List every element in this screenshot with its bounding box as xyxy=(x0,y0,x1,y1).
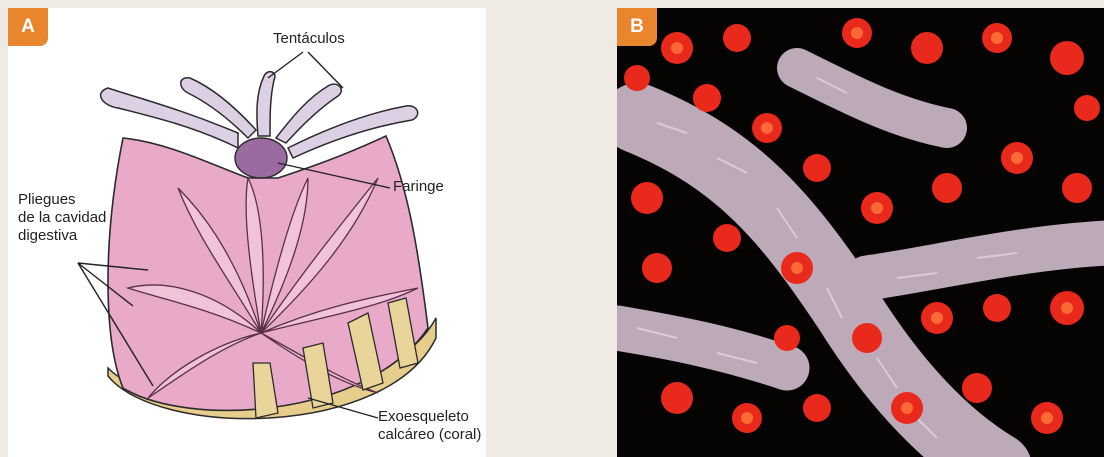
folds-label-line2: de la cavidad xyxy=(18,209,106,227)
exoskeleton-label-line2: calcáreo (coral) xyxy=(378,426,481,444)
pharynx-label: Faringe xyxy=(393,178,444,196)
panel-b-badge: B xyxy=(617,8,657,46)
tentacles-leader-left xyxy=(268,52,303,78)
coral-polyp-illustration xyxy=(8,8,486,457)
panel-a-badge: A xyxy=(8,8,48,46)
tentacles-leader-right xyxy=(308,52,343,88)
folds-label-line3: digestiva xyxy=(18,227,77,245)
folds-label-line1: Pliegues xyxy=(18,191,76,209)
exoskeleton-label-line1: Exoesqueleto xyxy=(378,408,469,426)
soft-coral-photo xyxy=(617,8,1104,457)
tentacle-3 xyxy=(257,72,275,136)
photo-panel: B xyxy=(617,8,1104,457)
tentacles-label: Tentáculos xyxy=(273,30,345,48)
pharynx xyxy=(235,138,287,178)
diagram-panel: A xyxy=(8,8,486,457)
